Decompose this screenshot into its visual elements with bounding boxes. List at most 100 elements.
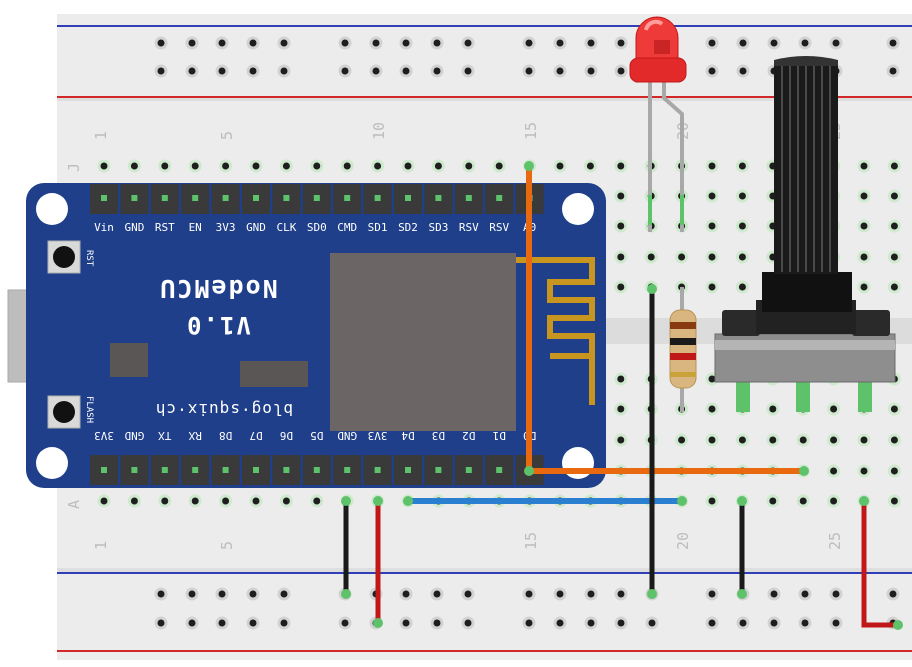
breadboard-hole bbox=[310, 494, 324, 508]
breadboard-hole bbox=[614, 433, 628, 447]
breadboard-hole bbox=[583, 159, 597, 173]
breadboard-hole bbox=[735, 280, 749, 294]
rail-hole bbox=[645, 616, 659, 630]
breadboard-hole bbox=[249, 159, 263, 173]
rail-hole bbox=[614, 587, 628, 601]
rail-hole bbox=[185, 64, 199, 78]
breadboard-hole bbox=[887, 189, 901, 203]
rail-hole bbox=[338, 36, 352, 50]
led-leads bbox=[648, 80, 684, 232]
pin-label-top: SD1 bbox=[368, 221, 388, 234]
rail-hole bbox=[584, 616, 598, 630]
pin-header-top bbox=[90, 184, 544, 214]
mounting-hole bbox=[562, 193, 594, 225]
breadboard-hole bbox=[887, 280, 901, 294]
pin-label-bottom: GND bbox=[124, 429, 144, 442]
rail-hole bbox=[185, 36, 199, 50]
breadboard-hole bbox=[553, 159, 567, 173]
col-num-bottom-25: 25 bbox=[826, 532, 844, 550]
pin-label-bottom: TX bbox=[158, 429, 172, 442]
breadboard-hole bbox=[310, 159, 324, 173]
rail-hole bbox=[185, 616, 199, 630]
rail-hole bbox=[246, 36, 260, 50]
breadboard-hole bbox=[97, 494, 111, 508]
header-pin bbox=[485, 455, 514, 485]
breadboard-hole bbox=[279, 159, 293, 173]
header-pin bbox=[211, 455, 240, 485]
breadboard-hole bbox=[614, 402, 628, 416]
breadboard-hole bbox=[675, 433, 689, 447]
breadboard-hole bbox=[827, 494, 841, 508]
rail-hole bbox=[338, 64, 352, 78]
rail-hole bbox=[154, 64, 168, 78]
header-pin bbox=[333, 455, 362, 485]
breadboard-hole bbox=[887, 219, 901, 233]
rail-hole bbox=[338, 616, 352, 630]
header-pin bbox=[394, 455, 422, 485]
pin-label-bottom: D8 bbox=[219, 429, 232, 442]
breadboard-hole bbox=[127, 494, 141, 508]
pin-label-bottom: D1 bbox=[493, 429, 506, 442]
mounting-hole bbox=[36, 447, 68, 479]
rail-hole bbox=[399, 587, 413, 601]
breadboard-hole bbox=[827, 402, 841, 416]
rail-hole bbox=[154, 587, 168, 601]
col-num-top-5: 5 bbox=[218, 131, 236, 140]
breadboard-hole bbox=[827, 433, 841, 447]
antenna-trace bbox=[516, 257, 595, 405]
rail-hole bbox=[461, 36, 475, 50]
rail-hole bbox=[798, 616, 812, 630]
header-pin bbox=[181, 184, 210, 214]
rail-hole bbox=[461, 64, 475, 78]
rail-hole bbox=[246, 616, 260, 630]
breadboard-hole bbox=[766, 402, 780, 416]
pin-label-bottom: D6 bbox=[280, 429, 293, 442]
header-pin bbox=[454, 184, 483, 214]
header-pin bbox=[272, 184, 301, 214]
header-pin bbox=[302, 455, 331, 485]
rail-hole bbox=[369, 64, 383, 78]
breadboard-hole bbox=[188, 494, 202, 508]
breadboard-hole bbox=[340, 159, 354, 173]
breadboard-hole bbox=[705, 494, 719, 508]
header-pin bbox=[454, 455, 483, 485]
pin-label-bottom: 3V3 bbox=[94, 429, 114, 442]
rail-hole bbox=[430, 64, 444, 78]
breadboard-hole bbox=[219, 494, 233, 508]
rail-hole bbox=[798, 587, 812, 601]
rail-hole bbox=[154, 36, 168, 50]
breadboard-hole bbox=[158, 494, 172, 508]
header-pin bbox=[394, 184, 422, 214]
mounting-hole bbox=[562, 447, 594, 479]
pin-label-bottom: D2 bbox=[462, 429, 475, 442]
chip bbox=[240, 361, 308, 387]
pin-label-top: GND bbox=[124, 221, 144, 234]
breadboard-hole bbox=[857, 159, 871, 173]
breadboard-hole bbox=[857, 433, 871, 447]
breadboard-hole bbox=[735, 219, 749, 233]
rail-hole bbox=[829, 36, 843, 50]
col-num-bottom-15: 15 bbox=[522, 532, 540, 550]
breadboard-hole bbox=[705, 189, 719, 203]
breadboard-hole bbox=[279, 494, 293, 508]
breadboard-hole bbox=[827, 464, 841, 478]
pin-label-top: RSV bbox=[489, 221, 509, 234]
rail-hole bbox=[705, 587, 719, 601]
rail-hole bbox=[736, 616, 750, 630]
rail-hole bbox=[522, 36, 536, 50]
rail-hole bbox=[277, 64, 291, 78]
breadboard-hole bbox=[887, 494, 901, 508]
breadboard-hole bbox=[705, 159, 719, 173]
wire-ends bbox=[341, 161, 903, 630]
col-num-bottom-5: 5 bbox=[218, 541, 236, 550]
breadboard-hole bbox=[614, 219, 628, 233]
col-num-top-15: 15 bbox=[522, 122, 540, 140]
breadboard-hole bbox=[127, 159, 141, 173]
header-pin bbox=[363, 455, 392, 485]
header-pin bbox=[211, 184, 240, 214]
rail-hole bbox=[584, 587, 598, 601]
rail-hole bbox=[705, 36, 719, 50]
breadboard-hole bbox=[158, 159, 172, 173]
